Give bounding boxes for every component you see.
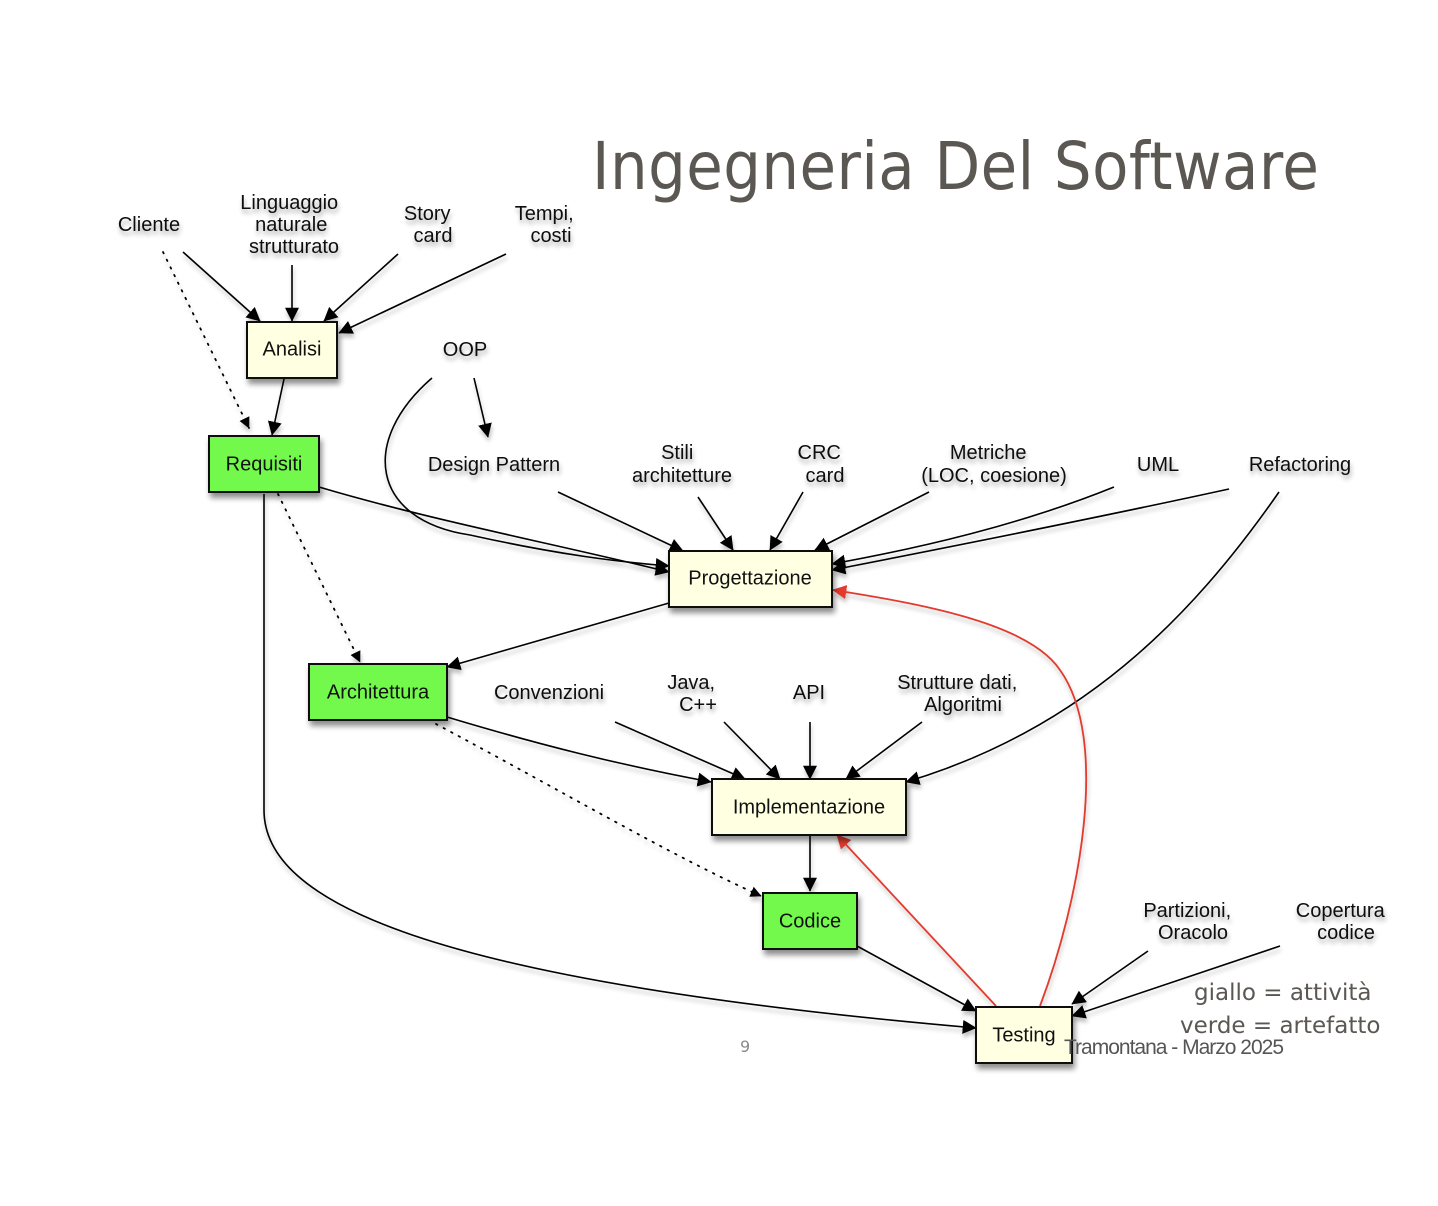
- edge-oop-designpattern: [473, 377, 492, 438]
- edge-codice-testing: [856, 945, 977, 1012]
- concept-refactoring: Refactoring: [1249, 454, 1351, 476]
- concept-strutture-dati: Strutture dati, Algoritmi: [897, 672, 1023, 716]
- page-number: 9: [740, 1037, 751, 1056]
- edges: [162, 251, 1281, 1034]
- node-label: Analisi: [263, 338, 322, 360]
- node-label: Requisiti: [226, 453, 303, 475]
- edge-cliente-requisiti: [162, 251, 250, 429]
- node-label: Architettura: [327, 681, 430, 703]
- edge-story-analisi: [323, 253, 399, 322]
- node-analisi[interactable]: Analisi: [246, 321, 338, 379]
- node-codice[interactable]: Codice: [762, 892, 858, 950]
- edge-cliente-analisi: [182, 251, 261, 322]
- concept-labels: Cliente Linguaggio naturale strutturato …: [118, 192, 1391, 944]
- concept-design-pattern: Design Pattern: [428, 454, 560, 476]
- edge-tempi-analisi: [338, 253, 507, 334]
- concept-java-cpp: Java, C++: [667, 672, 720, 716]
- edge-refactoring-progettazione: [831, 488, 1230, 575]
- edge-copertura-testing: [1071, 945, 1281, 1019]
- concept-metriche: Metriche (LOC, coesione): [921, 442, 1067, 487]
- node-label: Testing: [992, 1024, 1055, 1046]
- legend-green: verde = artefatto: [1180, 1013, 1381, 1039]
- node-label: Implementazione: [733, 796, 885, 818]
- concept-partizioni-oracolo: Partizioni, Oracolo: [1143, 900, 1236, 944]
- node-progettazione[interactable]: Progettazione: [668, 550, 833, 608]
- concept-crc-card: CRC card: [798, 442, 847, 487]
- footer-author: Tramontana - Marzo 2025: [1064, 1036, 1284, 1059]
- concept-story-card: Story card: [404, 203, 456, 247]
- edge-architettura-implementazione: [446, 716, 712, 787]
- edge-requisiti-testing: [263, 494, 977, 1034]
- edge-strutture-implementazione: [845, 721, 923, 780]
- edge-designpattern-progettazione: [557, 491, 684, 552]
- edge-metriche-progettazione: [814, 491, 930, 551]
- edge-uml-progettazione: [831, 486, 1115, 569]
- edge-testing-implementazione: [836, 834, 997, 1007]
- edge-oop-progettazione: [384, 377, 670, 572]
- concept-api: API: [793, 682, 825, 704]
- node-label: Progettazione: [688, 567, 811, 589]
- edge-java-implementazione: [723, 721, 781, 780]
- node-architettura[interactable]: Architettura: [308, 663, 448, 721]
- concept-copertura-codice: Copertura codice: [1296, 900, 1391, 944]
- concept-oop: OOP: [443, 339, 487, 361]
- edge-crc-progettazione: [769, 491, 804, 551]
- slide-title: Ingegneria Del Software: [592, 128, 1320, 205]
- node-label: Codice: [779, 910, 841, 932]
- concept-linguaggio-naturale: Linguaggio naturale strutturato: [240, 192, 343, 258]
- edge-refactoring-implementazione: [905, 491, 1280, 785]
- edge-analisi-requisiti: [267, 378, 285, 436]
- node-requisiti[interactable]: Requisiti: [208, 435, 320, 493]
- legend-yellow: giallo = attività: [1194, 980, 1372, 1006]
- concept-cliente: Cliente: [118, 214, 180, 236]
- edge-requisiti-architettura: [277, 493, 361, 663]
- concept-convenzioni: Convenzioni: [494, 682, 604, 704]
- concept-tempi-costi: Tempi, costi: [515, 203, 579, 247]
- edge-partizioni-testing: [1071, 950, 1149, 1005]
- edge-convenzioni-implementazione: [614, 721, 746, 781]
- edge-progettazione-architettura: [446, 602, 670, 671]
- concept-stili-architetture: Stili architetture: [632, 442, 732, 487]
- concept-uml: UML: [1137, 454, 1179, 476]
- node-implementazione[interactable]: Implementazione: [711, 778, 907, 836]
- edge-requisiti-progettazione: [318, 486, 670, 576]
- edge-stili-progettazione: [697, 496, 734, 551]
- node-testing[interactable]: Testing: [975, 1006, 1073, 1064]
- edge-testing-progettazione: [832, 585, 1088, 1007]
